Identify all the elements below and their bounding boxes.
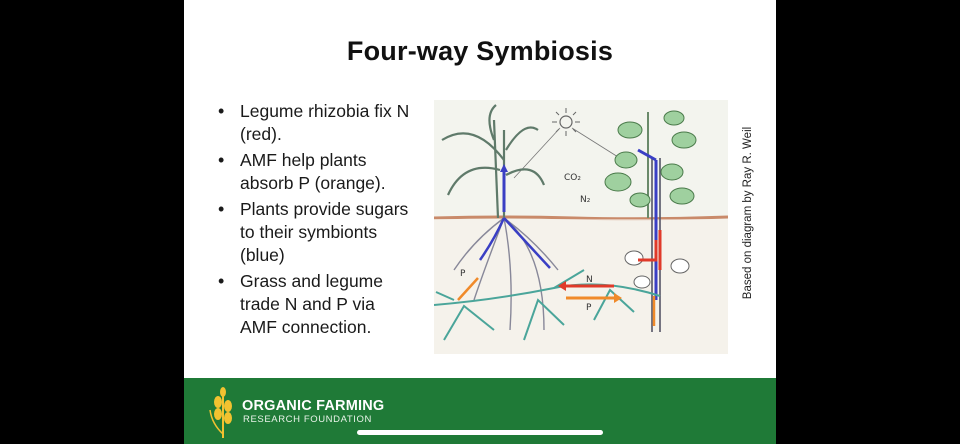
slide-title: Four-way Symbiosis <box>346 36 614 66</box>
diagram-credit: Based on diagram by Ray R. Weil <box>739 100 757 325</box>
wheat-logo-icon <box>209 387 232 438</box>
legume-plant <box>604 110 697 332</box>
bullet-item: AMF help plants absorb P (orange). <box>214 149 414 195</box>
bullet-item: Plants provide sugars to their symbionts… <box>214 198 414 267</box>
nodules <box>624 250 690 289</box>
legume-nitrogen-flow <box>638 240 658 262</box>
bullet-list: Legume rhizobia fix N (red). AMF help pl… <box>214 100 414 342</box>
p-left-label: P <box>460 269 466 279</box>
organization-subtitle: RESEARCH FOUNDATION <box>243 414 372 425</box>
n2-label: N₂ <box>580 195 591 205</box>
slide: Four-way Symbiosis Legume rhizobia fix N… <box>184 0 776 444</box>
home-indicator-bar[interactable] <box>357 430 603 435</box>
credit-text: Based on diagram by Ray R. Weil <box>742 126 754 299</box>
co2-label: CO₂ <box>564 173 581 183</box>
symbiosis-diagram: CO₂ N₂ N P P <box>434 100 728 354</box>
organization-name: ORGANIC FARMING <box>242 398 385 414</box>
n-label: N <box>586 275 593 285</box>
phosphorus-uptake-arrow <box>457 277 479 301</box>
amf-network <box>434 269 661 341</box>
soil-surface-line <box>434 215 728 221</box>
p-label: P <box>586 303 592 313</box>
bullet-item: Grass and legume trade N and P via AMF c… <box>214 270 414 339</box>
bullet-item: Legume rhizobia fix N (red). <box>214 100 414 146</box>
